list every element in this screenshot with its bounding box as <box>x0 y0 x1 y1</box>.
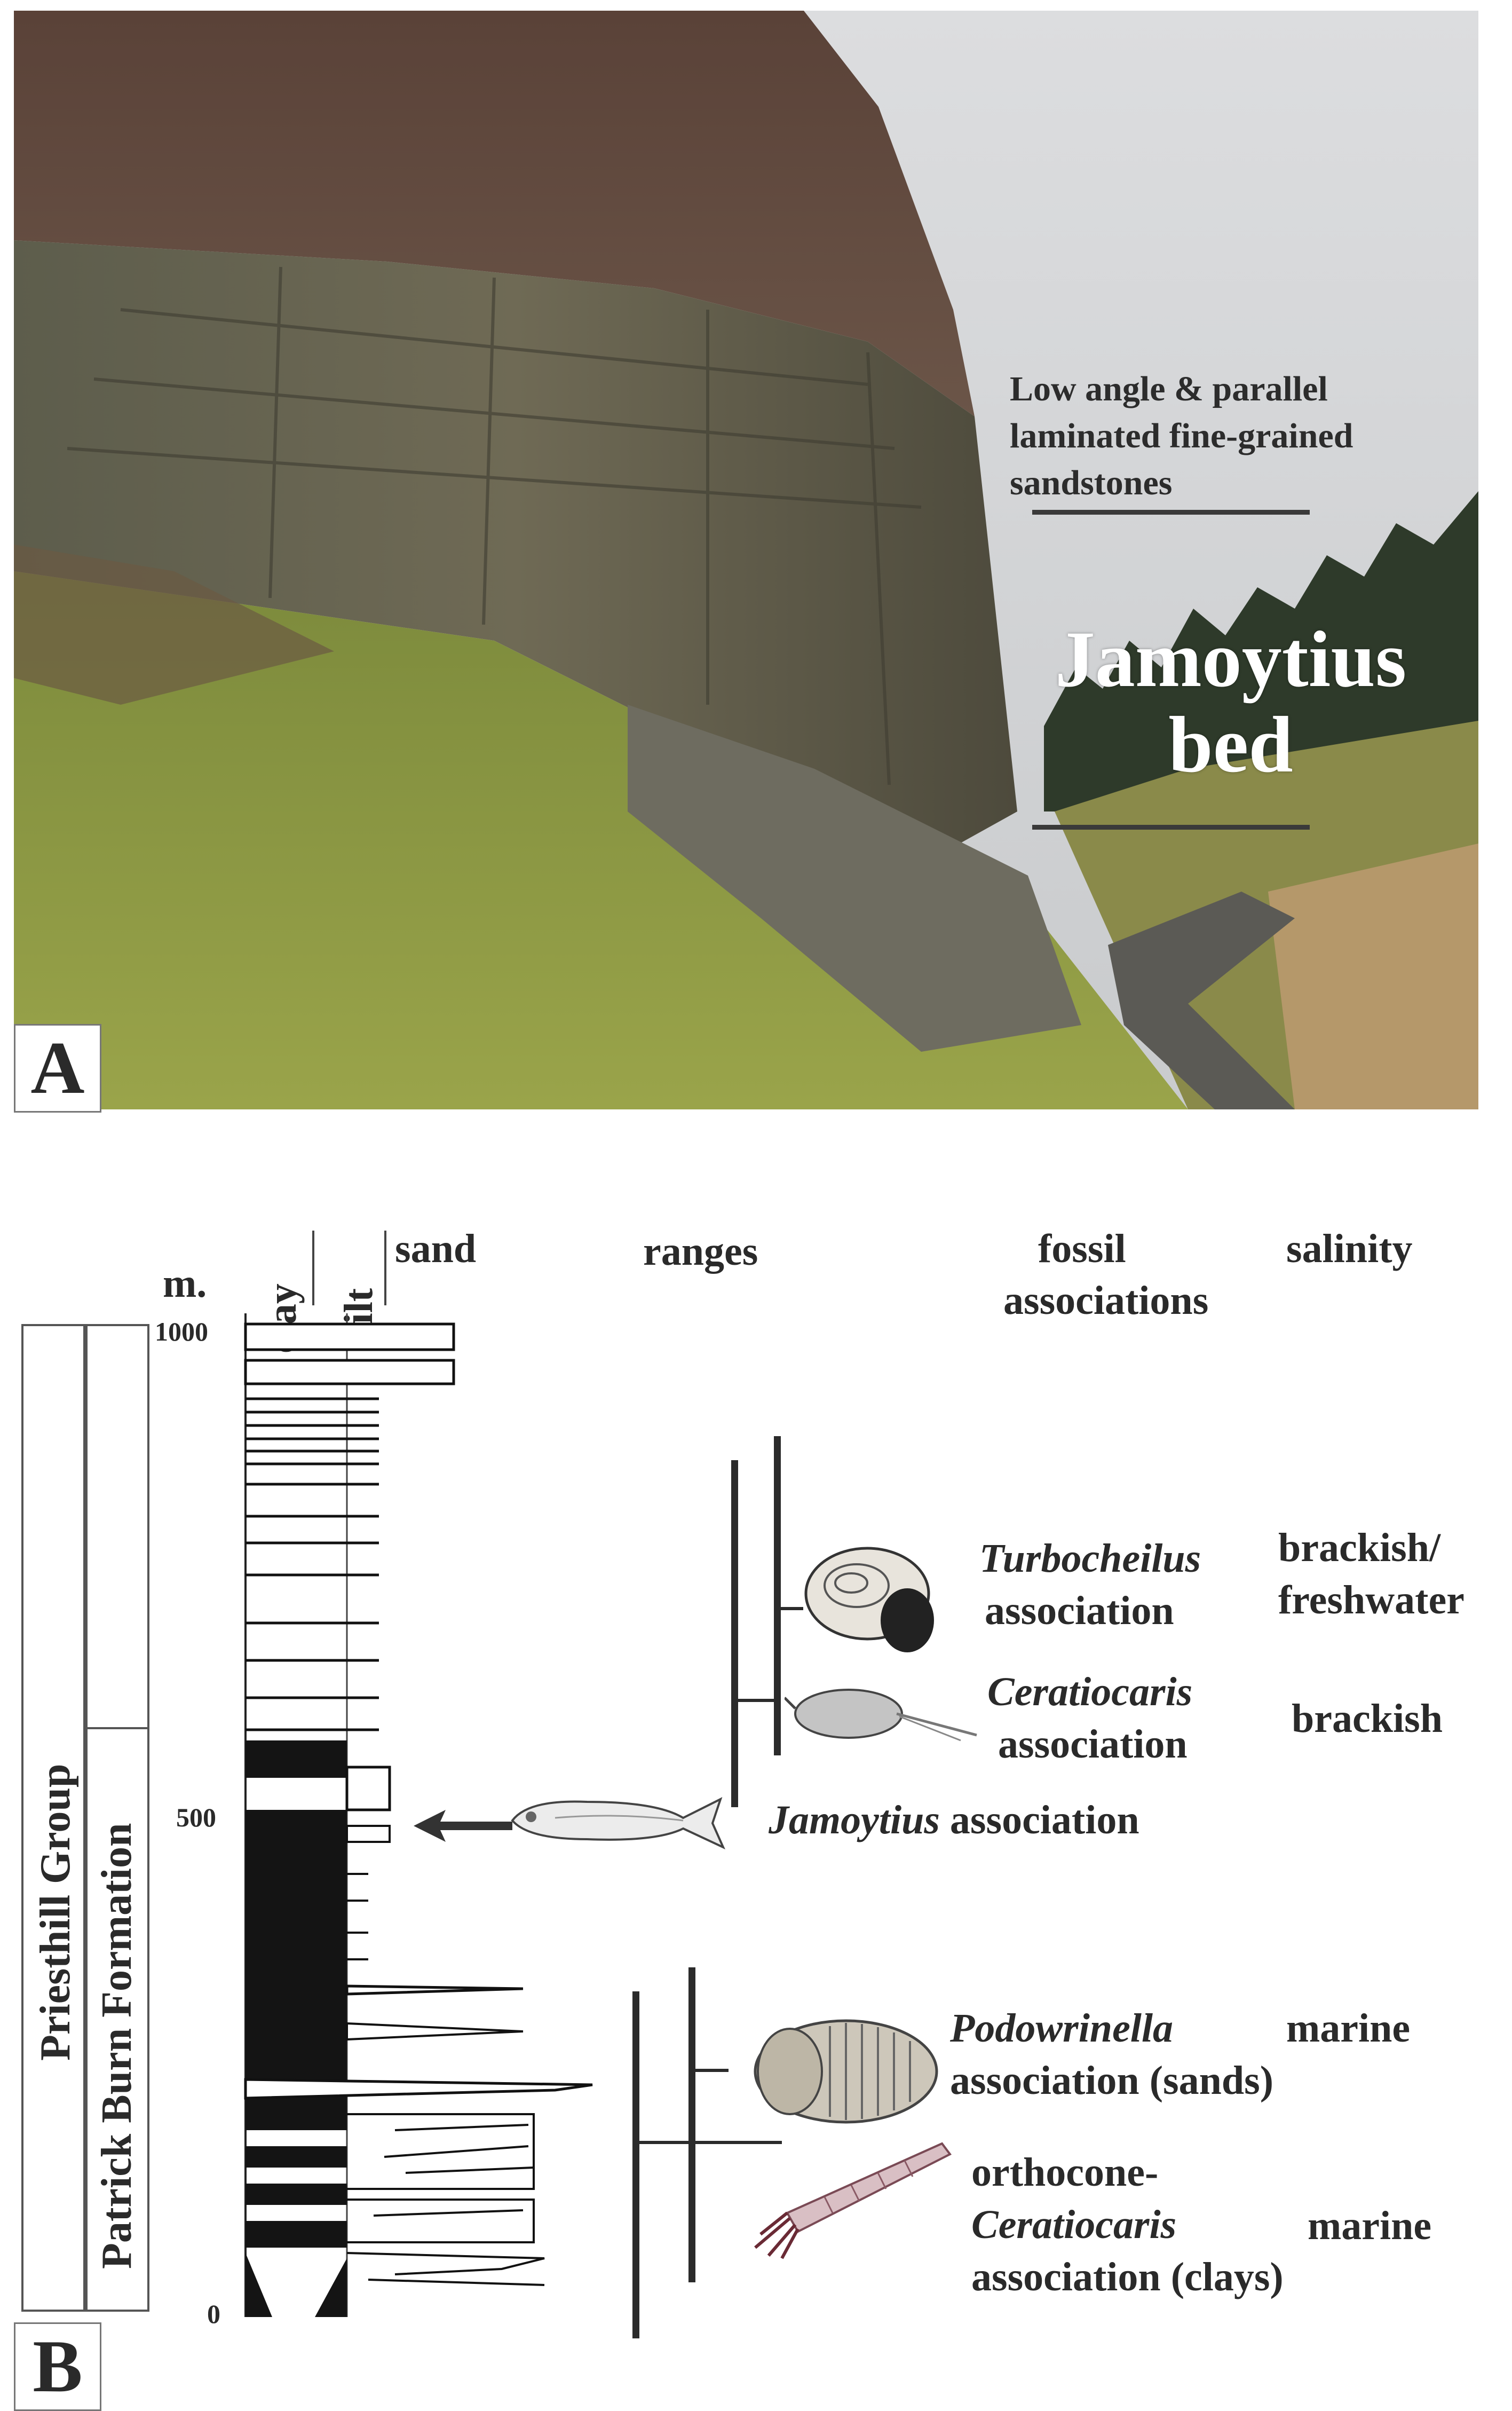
turbocheilus-gastropod-icon <box>804 1547 934 1652</box>
ranges-header: ranges <box>643 1229 758 1274</box>
silt-laminae <box>347 1873 368 1960</box>
jamoytius-association-word: association <box>939 1798 1139 1842</box>
stratigraphic-log-panel: m. clay silt sand ranges fossil associat… <box>0 1164 1512 2410</box>
range-bar-turbocheilus <box>774 1436 781 1755</box>
orthocone-salinity: marine <box>1308 2203 1432 2248</box>
jamoytius-bed-annotation: Jamoytius bed <box>1028 617 1434 787</box>
ceratiocaris-association-label: Ceratiocaris association <box>987 1666 1192 1770</box>
silt-sand-divider <box>384 1231 386 1305</box>
unit-header: m. <box>163 1261 207 1306</box>
fossil-header: fossil <box>1038 1226 1126 1271</box>
podowrinella-taxon: Podowrinella <box>950 2006 1174 2051</box>
ceratiocaris-association-word: association <box>998 1722 1188 1767</box>
ceratiocaris-crustacean-icon <box>785 1689 977 1742</box>
sandstone-annotation-line-3: sandstones <box>1010 463 1173 502</box>
arrow-left-icon <box>414 1810 512 1842</box>
associations-header: associations <box>1003 1278 1209 1323</box>
jamoytius-association-label: Jamoytius association <box>769 1794 1139 1846</box>
orthocone-taxon: Ceratiocaris <box>971 2202 1177 2247</box>
lower-bed-boundary-line <box>1032 825 1310 830</box>
connector-podowrinella <box>694 2069 729 2072</box>
bed-annotation-line-1: Jamoytius <box>1055 615 1407 704</box>
jamoytius-taxon: Jamoytius <box>769 1798 940 1842</box>
panel-letter-a: A <box>14 1024 101 1113</box>
lower-sandstone-beds <box>244 1984 593 2317</box>
orthocone-association-label: orthocone- Ceratiocaris association (cla… <box>971 2146 1284 2303</box>
photo-scene <box>14 11 1478 1109</box>
podowrinella-salinity: marine <box>1286 2006 1411 2051</box>
connector-orthocone <box>638 2141 782 2144</box>
range-bar-orthocone <box>632 1991 639 2338</box>
tick-500: 500 <box>176 1802 216 1832</box>
bed-annotation-line-2: bed <box>1168 700 1293 789</box>
turbocheilus-association-label: Turbocheilus association <box>979 1532 1201 1637</box>
connector-turbocheilus <box>779 1607 803 1610</box>
connector-ceratiocaris <box>737 1699 774 1702</box>
sand-header: sand <box>395 1226 477 1271</box>
priesthill-group-box <box>21 1324 85 2312</box>
orthocone-cephalopod-icon <box>754 2142 952 2259</box>
clay-silt-divider <box>312 1231 314 1305</box>
sandstone-annotation: Low angle & parallel laminated fine-grai… <box>1010 366 1478 507</box>
patrick-burn-formation-label: Patrick Burn Formation <box>93 1823 140 2269</box>
sand-wedges <box>346 2113 545 2286</box>
podowrinella-association-label: Podowrinella association (sands) <box>950 2002 1273 2107</box>
sandstone-annotation-line-2: laminated fine-grained <box>1010 416 1353 455</box>
orthocone-association-word: association (clays) <box>971 2255 1284 2299</box>
ceratiocaris-salinity: brackish <box>1292 1696 1443 1741</box>
turbocheilus-salinity-line-2: freshwater <box>1278 1578 1464 1622</box>
upper-bed-boundary-line <box>1032 510 1310 515</box>
podowrinella-association-word: association (sands) <box>950 2058 1273 2103</box>
turbocheilus-association-word: association <box>985 1588 1174 1633</box>
panel-letter-b: B <box>14 2322 101 2411</box>
upper-thin-beds <box>244 1322 455 1731</box>
turbocheilus-salinity: brackish/ freshwater <box>1278 1522 1464 1626</box>
turbocheilus-salinity-line-1: brackish/ <box>1278 1525 1441 1570</box>
salinity-header: salinity <box>1286 1226 1413 1271</box>
ceratiocaris-taxon: Ceratiocaris <box>987 1669 1193 1714</box>
formation-column-box <box>85 1324 149 2312</box>
range-bar-podowrinella <box>688 1967 695 2282</box>
sandstone-annotation-line-1: Low angle & parallel <box>1010 369 1328 408</box>
formation-boundary <box>85 1727 149 1729</box>
turbocheilus-taxon: Turbocheilus <box>979 1536 1201 1581</box>
orthocone-line-1: orthocone- <box>971 2150 1159 2195</box>
tick-0: 0 <box>207 2299 220 2329</box>
mudstone-intervals <box>246 1740 391 2109</box>
tick-1000: 1000 <box>155 1317 208 1346</box>
jamoytius-fish-icon <box>511 1797 725 1850</box>
podowrinella-trilobite-icon <box>754 2019 938 2124</box>
priesthill-group-label: Priesthill Group <box>32 1763 79 2061</box>
lithology-log <box>244 1313 593 2317</box>
range-bar-ceratiocaris <box>731 1460 738 1807</box>
field-photograph: Low angle & parallel laminated fine-grai… <box>14 11 1478 1109</box>
